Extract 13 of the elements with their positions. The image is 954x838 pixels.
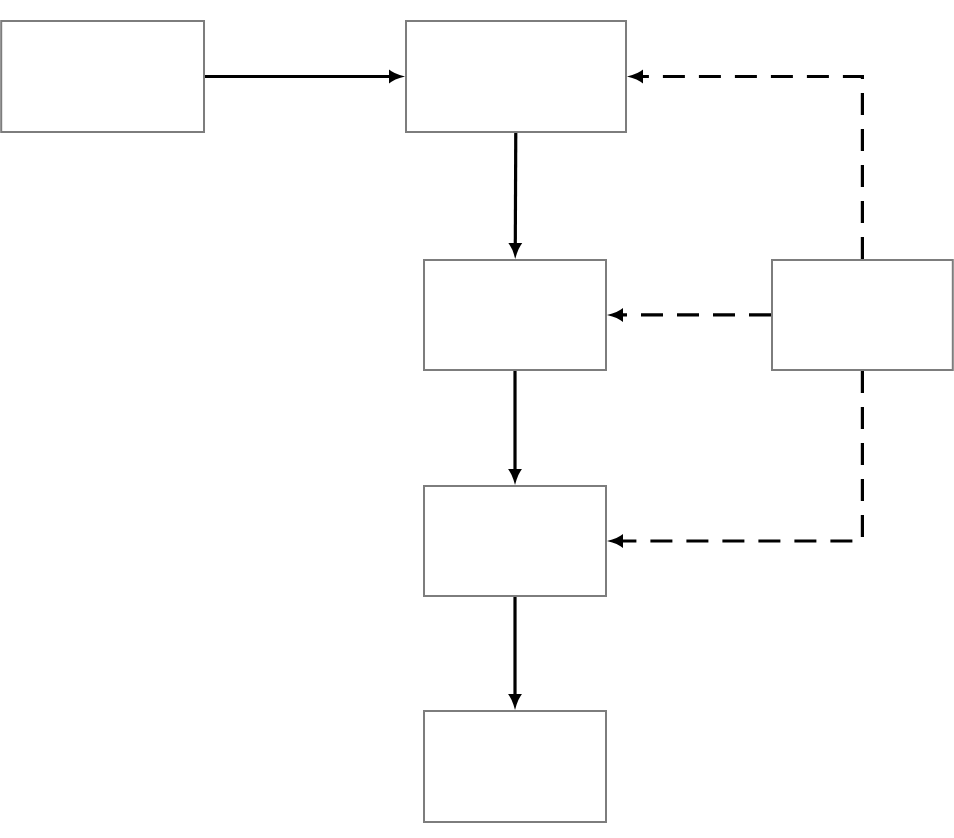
- dashed-arrow: [611, 309, 771, 321]
- dashed-arrow: [631, 70, 864, 259]
- box: [405, 20, 627, 133]
- arrow: [509, 371, 521, 481]
- box: [771, 259, 954, 371]
- box: [423, 259, 607, 371]
- arrow: [509, 132, 521, 255]
- box: [0, 20, 205, 133]
- arrow: [509, 596, 521, 706]
- box: [423, 484, 607, 597]
- arrow: [205, 70, 401, 83]
- dashed-arrow: [611, 371, 864, 547]
- box: [423, 709, 607, 823]
